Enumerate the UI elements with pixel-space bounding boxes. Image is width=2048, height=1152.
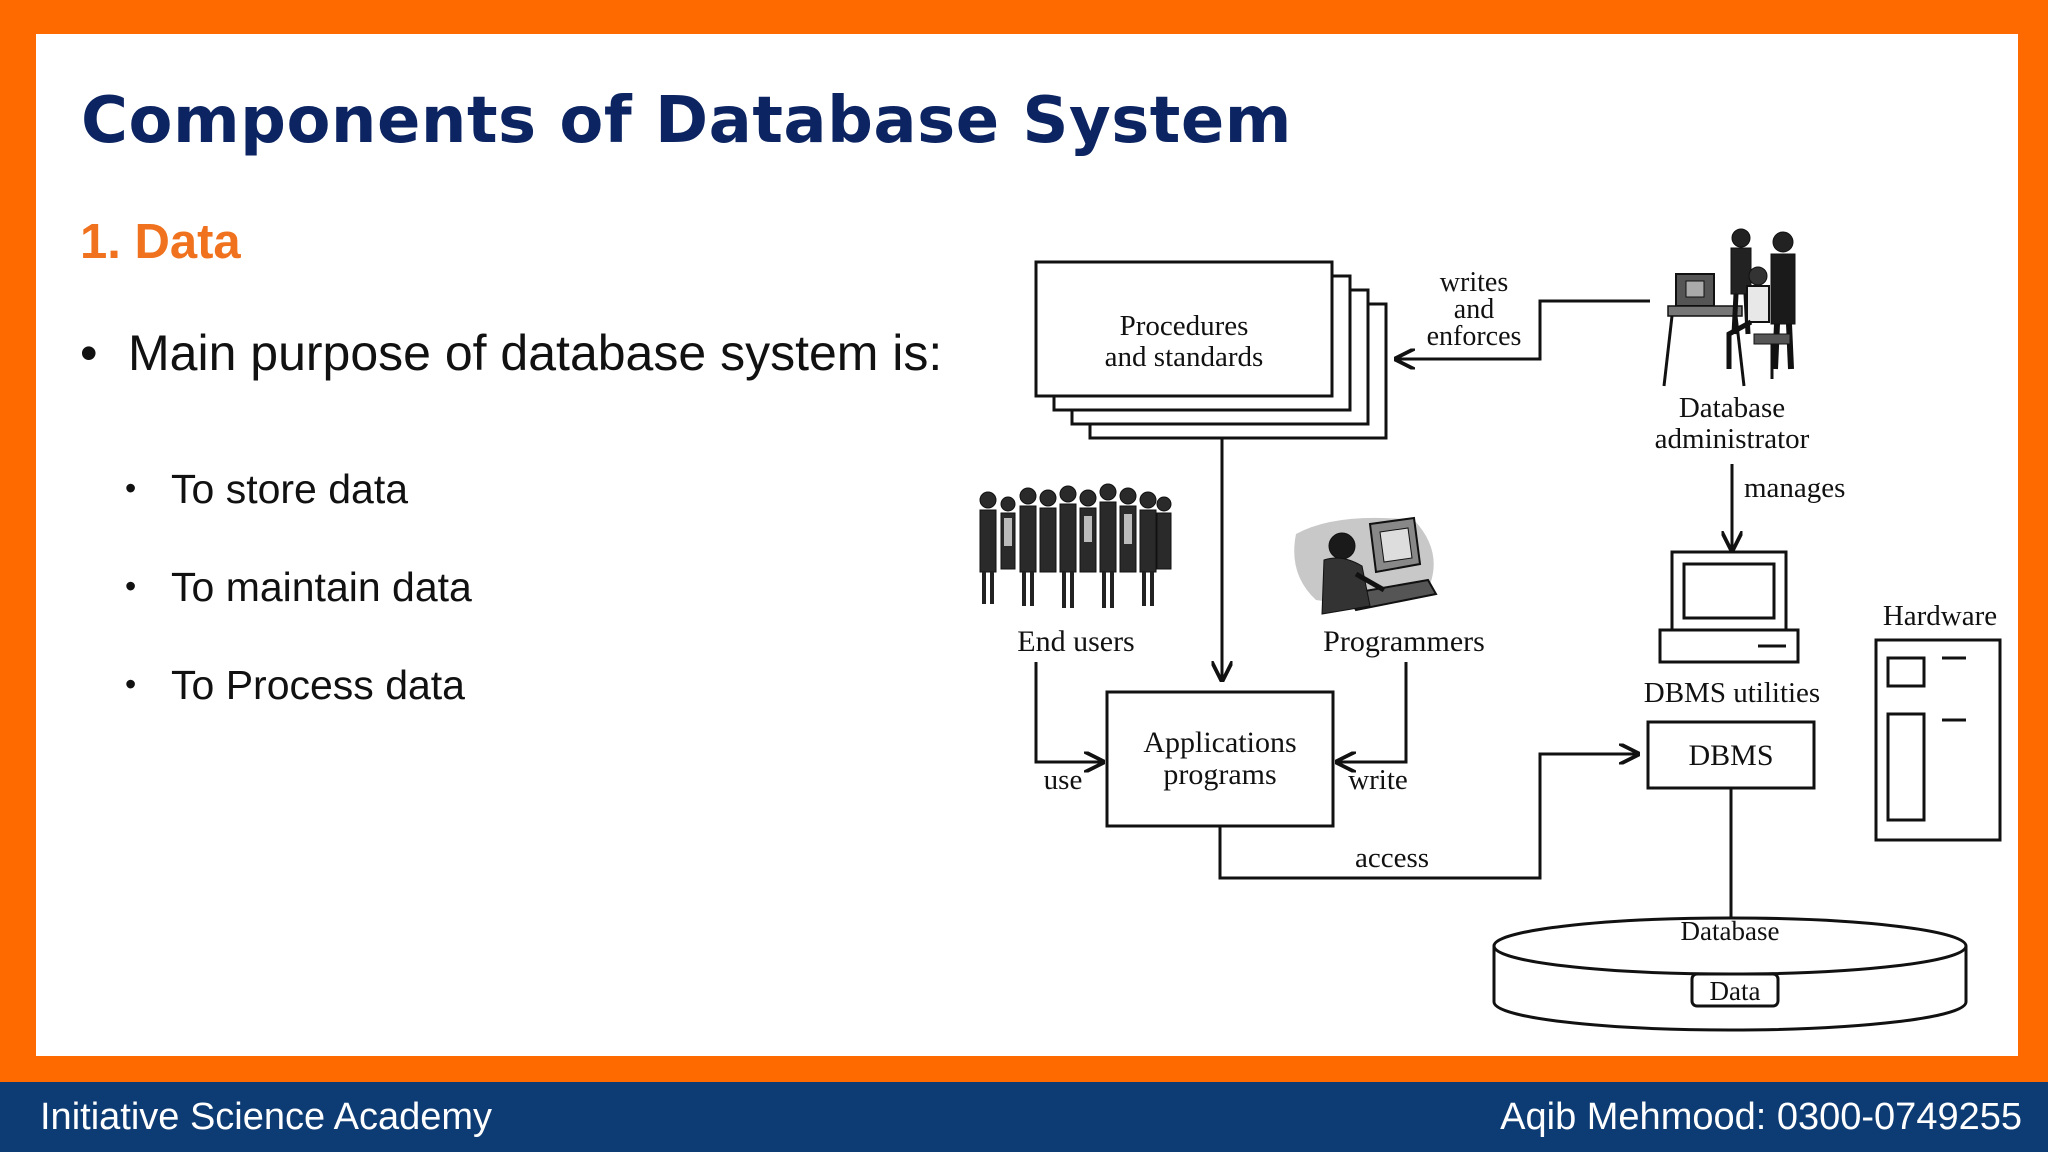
procedures-label: Procedures (1120, 310, 1249, 342)
computer-icon (1658, 550, 1800, 664)
procedures-stack (1034, 260, 1388, 440)
main-bullet: • Main purpose of database system is: (80, 324, 942, 382)
applications-label: programs (1163, 758, 1276, 791)
bullet-glyph: • (80, 325, 98, 381)
bullet-glyph: • (125, 469, 137, 506)
dbms-utilities-label: DBMS utilities (1644, 677, 1820, 709)
writes-label: writes (1440, 267, 1508, 298)
access-label: access (1355, 842, 1429, 874)
bullet-glyph: • (125, 665, 137, 702)
applications-label: Applications (1143, 726, 1296, 759)
access-arrow (1218, 754, 1638, 880)
end-users-icon (979, 483, 1172, 608)
sub-bullet: • To maintain data (125, 564, 472, 611)
database-label: Database (1681, 916, 1780, 946)
hardware-icon (1874, 638, 2002, 842)
footer-academy: Initiative Science Academy (40, 1096, 493, 1138)
main-bullet-text: Main purpose of database system is: (128, 325, 943, 381)
writes-label: and (1454, 294, 1494, 325)
programmer-icon (1294, 516, 1438, 615)
writes-label: enforces (1427, 321, 1522, 352)
footer-bar: Initiative Science Academy Aqib Mehmood:… (0, 1082, 2048, 1152)
hardware-label: Hardware (1883, 600, 1997, 632)
programmers-label: Programmers (1323, 625, 1485, 658)
database-administrator-icon (1662, 228, 1796, 387)
slide-title: Components of Database System (81, 84, 1292, 158)
bullet-glyph: • (125, 567, 137, 604)
use-label: use (1044, 764, 1083, 796)
data-box (1690, 972, 1780, 1008)
dbms-label: DBMS (1688, 739, 1773, 772)
slide-subtitle: 1. Data (80, 215, 241, 269)
dba-label: administrator (1655, 423, 1810, 455)
use-arrow (1034, 662, 1103, 762)
manages-label: manages (1744, 472, 1845, 504)
sub-bullet-text: To store data (171, 466, 409, 512)
write-label: write (1348, 764, 1408, 796)
slide: Components of Database System 1. Data • M… (36, 34, 2018, 1056)
sub-bullet: • To Process data (125, 662, 465, 709)
data-label: Data (1710, 976, 1761, 1006)
dba-label: Database (1679, 392, 1785, 424)
sub-bullet-text: To Process data (171, 662, 465, 708)
sub-bullet: • To store data (125, 466, 408, 513)
database-system-diagram: Procedures and standards writes and enfo… (979, 228, 2002, 1032)
sub-bullet-text: To maintain data (171, 564, 472, 610)
writes-arrow (1396, 299, 1650, 359)
write-arrow (1337, 662, 1408, 762)
end-users-label: End users (1017, 625, 1134, 658)
footer-contact: Aqib Mehmood: 0300-0749255 (1500, 1096, 2022, 1138)
procedures-label: and standards (1105, 341, 1264, 373)
